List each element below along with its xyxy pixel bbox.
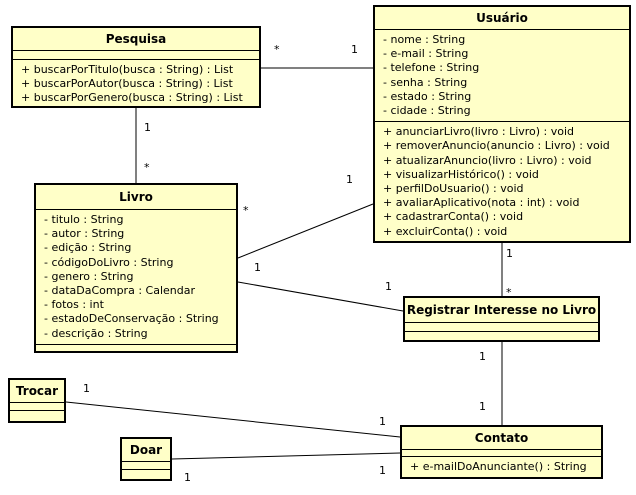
multiplicity-label: * bbox=[274, 43, 280, 56]
multiplicity-label: * bbox=[506, 286, 512, 299]
methods-section: + e-mailDoAnunciante() : String bbox=[402, 457, 601, 477]
attribute: - nome : String bbox=[383, 33, 466, 46]
methods-section bbox=[36, 345, 236, 353]
method: + visualizarHistórico() : void bbox=[383, 167, 539, 181]
multiplicity-label: 1 bbox=[385, 280, 392, 293]
method: + removerAnuncio(anuncio : Livro) : void bbox=[383, 139, 610, 153]
multiplicity-label: 1 bbox=[379, 415, 386, 428]
assoc-livro-registrar bbox=[237, 281, 404, 312]
attribute: - autor : String bbox=[44, 227, 125, 241]
method: + atualizarAnuncio(livro : Livro) : void bbox=[383, 153, 592, 167]
multiplicity-label: 1 bbox=[346, 173, 353, 186]
multiplicity-label: 1 bbox=[479, 400, 486, 413]
attribute: - fotos : int bbox=[44, 298, 104, 312]
method: + buscarPorTitulo(busca : String) : List bbox=[21, 63, 234, 76]
class-contato[interactable]: Contato + e-mailDoAnunciante() : String bbox=[400, 425, 603, 479]
attributes-section bbox=[402, 450, 601, 457]
multiplicity-label: 1 bbox=[379, 464, 386, 477]
class-name: Trocar bbox=[10, 380, 64, 403]
assoc-livro-usuario bbox=[237, 203, 374, 259]
attribute: - genero : String bbox=[44, 269, 134, 283]
methods-section bbox=[10, 411, 64, 418]
attribute: - estadoDeConservação : String bbox=[44, 312, 219, 326]
multiplicity-label: 1 bbox=[184, 471, 191, 484]
attribute: - descrição : String bbox=[44, 326, 148, 340]
methods-section: + anunciarLivro(livro : Livro) : void + … bbox=[375, 122, 629, 242]
method: + anunciarLivro(livro : Livro) : void bbox=[383, 125, 575, 139]
class-registrar-interesse[interactable]: Registrar Interesse no Livro bbox=[403, 296, 600, 342]
method: + e-mailDoAnunciante() : String bbox=[410, 460, 587, 473]
class-livro[interactable]: Livro - titulo : String - autor : String… bbox=[34, 183, 238, 353]
attribute: - dataDaCompra : Calendar bbox=[44, 284, 195, 298]
method: + avaliarAplicativo(nota : int) : void bbox=[383, 196, 580, 210]
multiplicity-label: * bbox=[243, 204, 249, 217]
class-name: Pesquisa bbox=[13, 28, 259, 51]
method: + buscarPorGenero(busca : String) : List bbox=[21, 91, 243, 105]
attributes-section: - titulo : String - autor : String - edi… bbox=[36, 210, 236, 345]
multiplicity-label: * bbox=[144, 161, 150, 174]
assoc-doar-contato bbox=[171, 452, 401, 460]
attributes-section bbox=[122, 462, 170, 470]
attributes-section bbox=[10, 403, 64, 411]
multiplicity-label: 1 bbox=[83, 382, 90, 395]
attribute: - códigoDoLivro : String bbox=[44, 255, 174, 269]
multiplicity-label: 1 bbox=[479, 350, 486, 363]
attributes-section bbox=[405, 323, 598, 332]
class-name: Usuário bbox=[375, 7, 629, 30]
methods-section bbox=[405, 332, 598, 340]
multiplicity-label: 1 bbox=[144, 121, 151, 134]
attributes-section bbox=[13, 51, 259, 60]
class-name: Livro bbox=[36, 185, 236, 210]
method: + cadastrarConta() : void bbox=[383, 210, 524, 224]
attributes-section: - nome : String - e-mail : String - tele… bbox=[375, 30, 629, 123]
class-name: Registrar Interesse no Livro bbox=[405, 298, 598, 323]
class-name: Doar bbox=[122, 439, 170, 462]
attribute: - estado : String bbox=[383, 89, 472, 103]
methods-section bbox=[122, 470, 170, 477]
class-name: Contato bbox=[402, 427, 601, 450]
class-pesquisa[interactable]: Pesquisa + buscarPorTitulo(busca : Strin… bbox=[11, 26, 261, 108]
attribute: - cidade : String bbox=[383, 104, 471, 118]
method: + excluirConta() : void bbox=[383, 224, 508, 238]
attribute: - e-mail : String bbox=[383, 47, 469, 61]
class-doar[interactable]: Doar bbox=[120, 437, 172, 481]
multiplicity-label: 1 bbox=[351, 43, 358, 56]
class-usuario[interactable]: Usuário - nome : String - e-mail : Strin… bbox=[373, 5, 631, 243]
method: + perfilDoUsuario() : void bbox=[383, 182, 524, 196]
multiplicity-label: 1 bbox=[506, 247, 513, 260]
class-trocar[interactable]: Trocar bbox=[8, 378, 66, 423]
attribute: - edição : String bbox=[44, 241, 132, 255]
attribute: - titulo : String bbox=[44, 213, 124, 226]
attribute: - senha : String bbox=[383, 75, 468, 89]
assoc-trocar-contato bbox=[65, 401, 401, 438]
methods-section: + buscarPorTitulo(busca : String) : List… bbox=[13, 60, 259, 109]
method: + buscarPorAutor(busca : String) : List bbox=[21, 77, 233, 91]
multiplicity-label: 1 bbox=[254, 261, 261, 274]
attribute: - telefone : String bbox=[383, 61, 480, 75]
